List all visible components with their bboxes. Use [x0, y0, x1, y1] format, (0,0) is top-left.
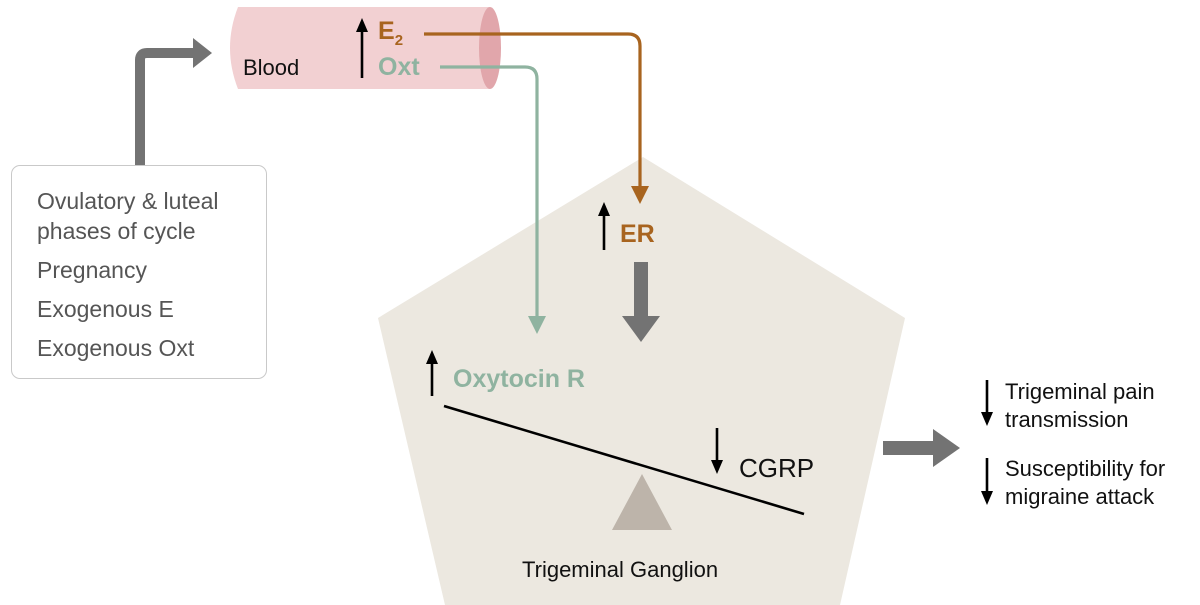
e2-label: E2: [378, 17, 403, 49]
oxytocin-arrowhead: [528, 316, 546, 334]
outcome-susceptibility-line2: migraine attack: [1005, 484, 1155, 509]
oxytocin-r-label: Oxytocin R: [453, 365, 585, 393]
outcome-pain: Trigeminal pain transmission: [1005, 378, 1155, 434]
blood-increase-arrow: [356, 18, 368, 78]
triggers-box: Ovulatory & luteal phases of cycle Pregn…: [11, 165, 267, 379]
oxytocin-r-increase-arrow: [426, 350, 438, 396]
trigger-item: Exogenous E: [37, 296, 174, 322]
outcome-susceptibility-line1: Susceptibility for: [1005, 456, 1166, 481]
trigger-item: Pregnancy: [37, 257, 147, 283]
estrogen-pathway-arrow: [424, 32, 642, 200]
er-effect-arrow: [622, 262, 660, 342]
outcome-pain-line1: Trigeminal pain: [1005, 379, 1155, 404]
oxt-label: Oxt: [378, 53, 420, 81]
outcome-susceptibility: Susceptibility for migraine attack: [1005, 455, 1165, 511]
e2-subscript: 2: [394, 32, 404, 49]
seesaw-fulcrum: [612, 474, 672, 530]
outcome-arrow: [883, 429, 960, 467]
trigger-to-blood-arrow: [135, 38, 212, 165]
er-label: ER: [620, 220, 655, 248]
cgrp-label: CGRP: [739, 453, 815, 483]
trigeminal-ganglion-shape: [378, 157, 905, 605]
trigeminal-ganglion-label: Trigeminal Ganglion: [522, 557, 719, 582]
trigger-item: Exogenous Oxt: [37, 335, 195, 361]
cgrp-decrease-arrow: [711, 428, 723, 474]
e2-label-text: E: [378, 17, 395, 45]
trigger-item: phases of cycle: [37, 218, 196, 244]
oxytocin-pathway-arrow: [440, 65, 539, 330]
er-increase-arrow: [598, 202, 610, 250]
outcome-pain-line2: transmission: [1005, 407, 1129, 432]
blood-label: Blood: [243, 55, 300, 80]
estrogen-arrowhead: [631, 186, 649, 204]
trigger-item: Ovulatory & luteal: [37, 188, 219, 214]
susceptibility-decrease-arrow: [981, 458, 993, 505]
seesaw-beam: [443, 404, 805, 516]
pain-decrease-arrow: [981, 380, 993, 426]
